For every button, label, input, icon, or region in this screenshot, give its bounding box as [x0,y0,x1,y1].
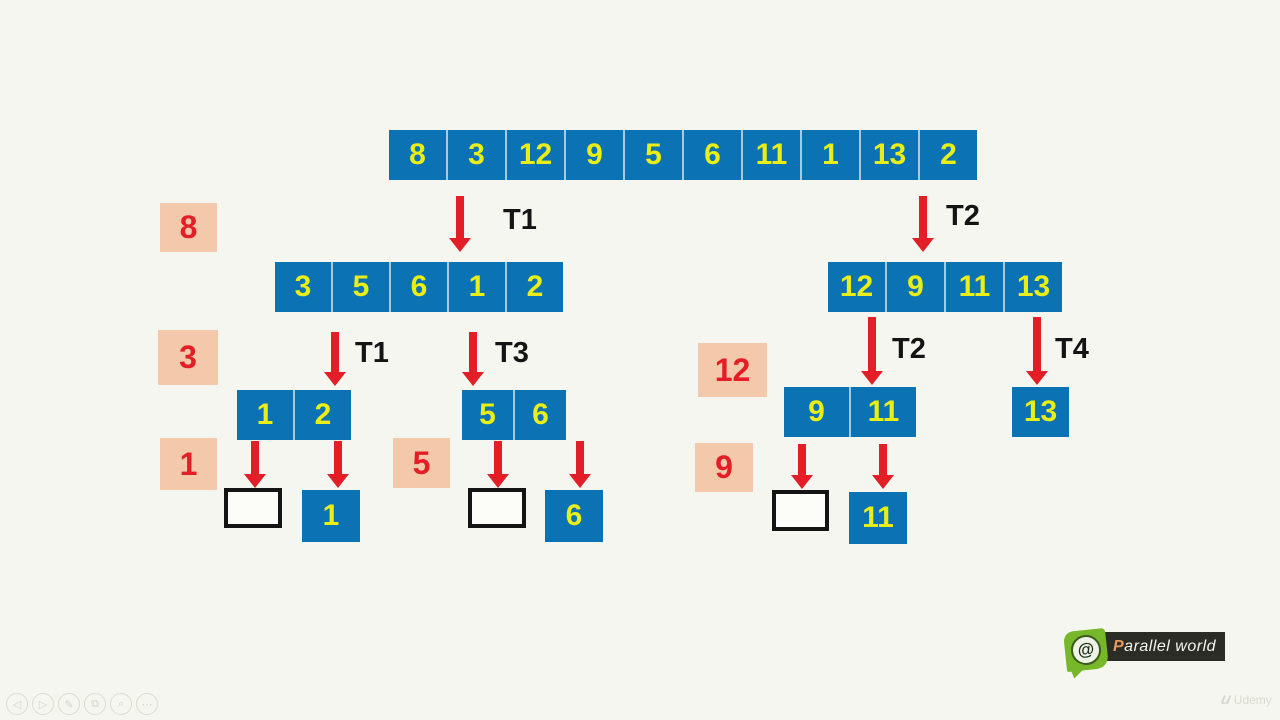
array-cell: 2 [505,262,563,312]
zoom-slide-button[interactable]: ⌕ [110,693,132,715]
thread-label-t1-top: T1 [503,204,537,236]
empty-result-box [772,490,829,531]
split-arrow [569,441,591,488]
empty-result-box [224,488,282,528]
array-cell: 6 [682,130,741,180]
magnifier-icon: ⌕ [117,697,125,710]
array-cell: 1 [800,130,859,180]
array-cell: 11 [741,130,800,180]
array-cell: 2 [918,130,977,180]
split-arrow [487,441,509,488]
split-arrow [449,196,471,252]
array-cell: 3 [275,262,331,312]
all-slides-button[interactable]: ⧉ [84,693,106,715]
array-cell: 5 [623,130,682,180]
array-cell: 12 [828,262,885,312]
pivot-box-3: 3 [158,330,218,385]
previous-icon: ◁ [12,698,22,711]
array-cell: 9 [784,387,849,437]
slideshow-toolbar: ◁ ▷ ✎ ⧉ ⌕ ⋯ [6,693,158,715]
split-arrow [244,441,266,488]
level2-left-array: 3 5 6 1 2 [275,262,563,312]
array-cell: 5 [462,390,513,440]
split-arrow [324,332,346,386]
array-cell: 9 [564,130,623,180]
leaf-box-11: 11 [849,492,907,544]
pivot-box-9: 9 [695,443,753,492]
array-cell: 6 [389,262,447,312]
split-arrow [912,196,934,252]
udemy-watermark-text: Udemy [1233,693,1272,707]
level3-array-9-11: 9 11 [784,387,916,437]
pivot-box-1: 1 [160,438,217,490]
level3-array-1-2: 1 2 [237,390,351,440]
empty-result-box [468,488,526,528]
leaf-box-6: 6 [545,490,603,542]
array-cell: 6 [513,390,566,440]
previous-slide-button[interactable]: ◁ [6,693,28,715]
udemy-logo-icon: u [1219,691,1233,708]
split-arrow [861,317,883,385]
pivot-box-8: 8 [160,203,217,252]
level2-right-array: 12 9 11 13 [828,262,1062,312]
array-cell: 9 [885,262,944,312]
array-cell: 12 [505,130,564,180]
split-arrow [1026,317,1048,385]
pivot-box-5: 5 [393,438,450,488]
next-slide-button[interactable]: ▷ [32,693,54,715]
array-cell: 1 [447,262,505,312]
array-cell: 13 [859,130,918,180]
array-cell: 1 [237,390,293,440]
thread-label-t2-mid: T2 [892,333,926,365]
logo-text: arallel world [1124,637,1217,655]
thread-label-t2-top: T2 [946,200,980,232]
more-options-button[interactable]: ⋯ [136,693,158,715]
level3-array-13: 13 [1012,387,1069,437]
split-arrow [872,444,894,489]
array-cell: 8 [389,130,446,180]
array-cell: 3 [446,130,505,180]
pen-icon: ✎ [64,698,74,711]
logo-text-p: P [1113,637,1125,655]
array-cell: 13 [1003,262,1062,312]
ellipsis-icon: ⋯ [141,698,153,711]
array-cell: 11 [849,387,916,437]
level3-array-5-6: 5 6 [462,390,566,440]
array-cell: 13 [1012,387,1069,437]
split-arrow [791,444,813,489]
array-cell: 2 [293,390,351,440]
root-array: 8 3 12 9 5 6 11 1 13 2 [389,130,977,180]
thread-label-t3-mid: T3 [495,337,529,369]
split-arrow [327,441,349,488]
thread-label-t1-mid: T1 [355,337,389,369]
udemy-watermark: u Udemy [1219,691,1272,709]
array-cell: 5 [331,262,389,312]
next-icon: ▷ [38,698,48,711]
thread-label-t4-mid: T4 [1055,333,1089,365]
slides-icon: ⧉ [91,697,99,710]
array-cell: 11 [944,262,1003,312]
pivot-box-12: 12 [698,343,767,397]
split-arrow [462,332,484,386]
leaf-box-1: 1 [302,490,360,542]
pen-tool-button[interactable]: ✎ [58,693,80,715]
